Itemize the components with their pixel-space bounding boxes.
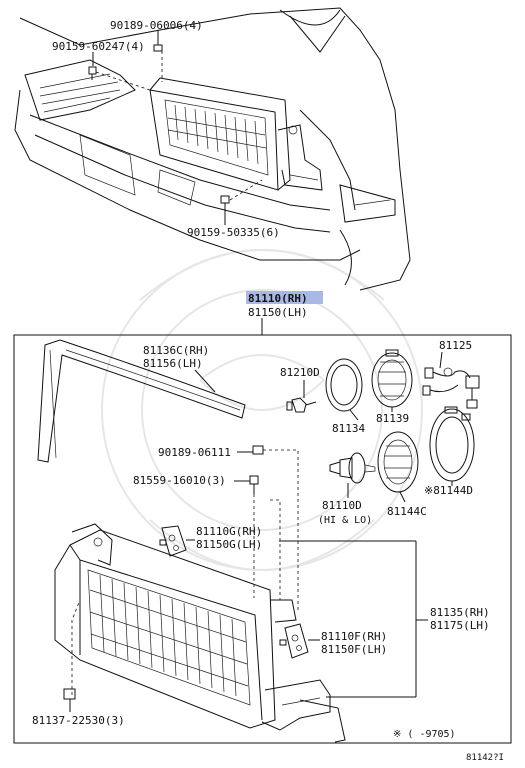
label-hi-lo: (HI & LO) (318, 515, 372, 526)
label-81137-22530: 81137-22530(3) (32, 714, 125, 727)
label-81125: 81125 (439, 339, 472, 352)
halogen-bulb-icon (329, 452, 376, 484)
vehicle-front-illustration (14, 7, 411, 291)
headlamp-housing (54, 523, 346, 743)
reflector-cap-icon (377, 431, 419, 493)
watermark (101, 249, 423, 571)
label-81134: 81134 (332, 422, 365, 435)
label-81150f: 81150F(LH) (321, 643, 387, 656)
label-81135: 81135(RH) (430, 606, 490, 619)
assembly-label-lh: 81150(LH) (248, 306, 308, 319)
label-81110g: 81110G(RH) (196, 525, 262, 538)
retaining-ring-icon (429, 406, 475, 482)
assembly-label-rh[interactable]: 81110(RH) (248, 292, 308, 305)
top-leaders (92, 30, 263, 225)
label-81110f: 81110F(RH) (321, 630, 387, 643)
cover-strip (37, 339, 246, 463)
label-81559-16010: 81559-16010(3) (133, 474, 226, 487)
cap-icon (371, 349, 413, 408)
label-81150g: 81150G(LH) (196, 538, 262, 551)
socket-wire-icon (422, 367, 480, 409)
label-81156: 81156(LH) (143, 357, 203, 370)
label-81136c: 81136C(RH) (143, 344, 209, 357)
screw-icon (249, 475, 259, 494)
guide-lines (71, 449, 299, 695)
label-81144c: 81144C (387, 505, 427, 518)
exploded-view-frame (13, 334, 512, 744)
bulb-small-icon (286, 397, 317, 413)
figure-id: 81142?I (466, 753, 504, 763)
assembly-highlight (246, 291, 323, 304)
seal-ring-icon (325, 358, 363, 412)
label-81110d: 81110D (322, 499, 362, 512)
footnote: ※ ( -9705) (393, 729, 456, 740)
adjuster-g-icon (159, 525, 187, 557)
label-90189-06111: 90189-06111 (158, 446, 231, 459)
label-81210d: 81210D (280, 366, 320, 379)
bracket-leader (279, 540, 428, 698)
screw-icon (88, 44, 230, 215)
label-90159-50335: 90159-50335(6) (187, 226, 280, 239)
label-81139: 81139 (376, 412, 409, 425)
label-90159-60247: 90159-60247(4) (52, 40, 145, 53)
adjuster-f-icon (279, 623, 309, 659)
label-81175: 81175(LH) (430, 619, 490, 632)
nut-icon (252, 445, 264, 455)
label-81144d: ※81144D (424, 484, 473, 497)
label-90189-06006: 90189-06006(4) (110, 19, 203, 32)
